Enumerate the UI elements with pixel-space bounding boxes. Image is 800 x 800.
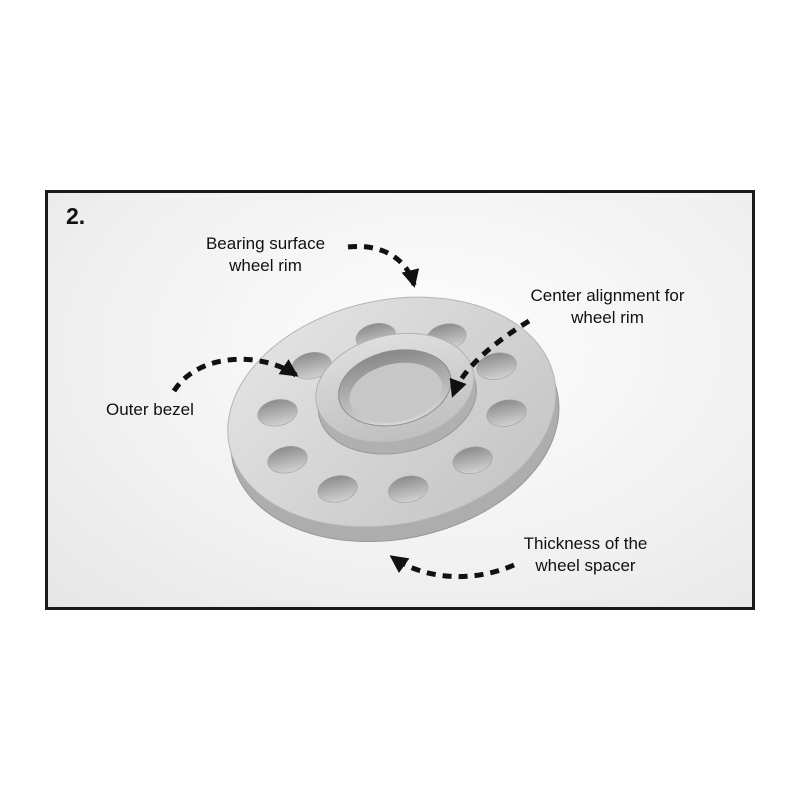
- diagram-frame: 2. Bearing surface wheel rim Center alig…: [45, 190, 755, 610]
- label-thickness-line2: wheel spacer: [535, 555, 636, 575]
- hub-bore: [349, 362, 443, 423]
- arrow-thickness: [389, 554, 515, 580]
- label-bearing-surface-line1: Bearing surface: [205, 234, 326, 253]
- bolt-hole: [388, 475, 429, 503]
- bolt-hole: [486, 399, 527, 427]
- step-number: 2.: [66, 203, 86, 229]
- arrow-outer-bezel: [171, 356, 299, 393]
- wheel-spacer-illustration: [171, 243, 560, 580]
- bolt-hole: [317, 475, 358, 503]
- bolt-hole: [267, 446, 308, 474]
- label-center-alignment-line1: Center alignment for: [530, 286, 685, 305]
- bolt-hole: [452, 446, 493, 474]
- wheel-spacer: [227, 296, 560, 543]
- label-thickness-line1: Thickness of the: [523, 534, 648, 553]
- arrow-center-alignment: [449, 318, 531, 398]
- bolt-hole: [476, 352, 517, 380]
- label-center-alignment: Center alignment for wheel rim: [510, 285, 705, 329]
- label-thickness: Thickness of the wheel spacer: [503, 533, 668, 577]
- bolt-hole: [257, 399, 298, 427]
- label-center-alignment-line2: wheel rim: [571, 307, 644, 327]
- center-hub: [315, 332, 477, 455]
- label-bearing-surface: Bearing surface wheel rim: [178, 233, 353, 277]
- label-outer-bezel-line1: Outer bezel: [106, 400, 194, 419]
- arrow-bearing-surface: [347, 243, 420, 288]
- label-outer-bezel: Outer bezel: [106, 399, 216, 421]
- annotation-arrows: [171, 243, 531, 580]
- label-bearing-surface-line2: wheel rim: [229, 255, 302, 275]
